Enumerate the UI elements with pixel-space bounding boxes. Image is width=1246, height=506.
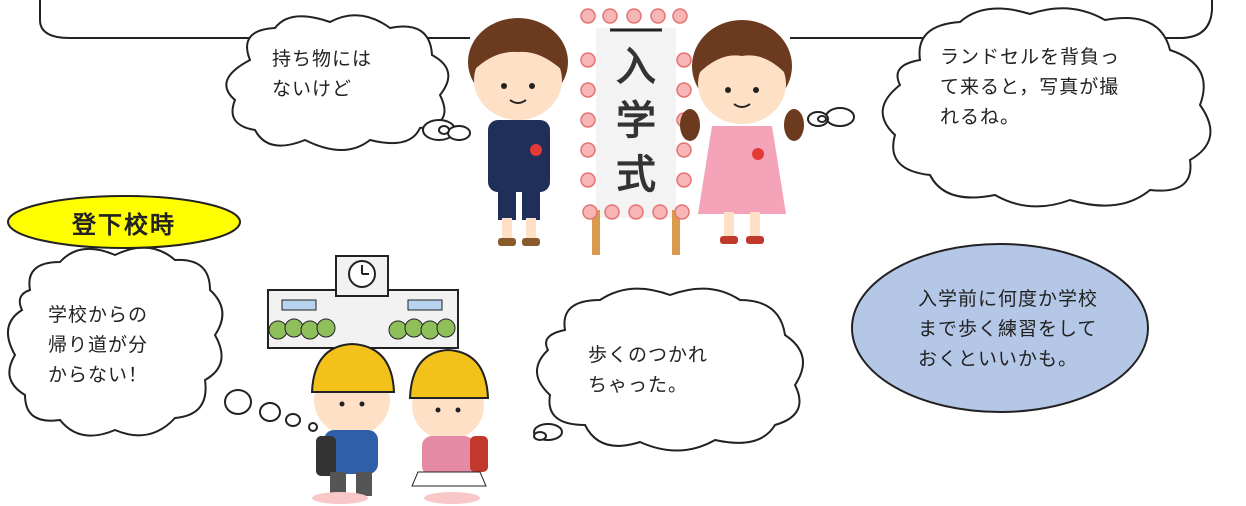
bubble-line: 歩くのつかれ (588, 344, 709, 366)
bubble-line: ないけど (272, 78, 353, 100)
advice-line: 入学前に何度か学校 (918, 288, 1099, 310)
entrance-ceremony-sign (580, 8, 692, 255)
school-building-illustration (267, 255, 459, 349)
advice-line: おくといいかも。 (918, 348, 1079, 370)
bubble-line: ランドセルを背負っ (940, 46, 1121, 68)
bubble-line: 学校からの (48, 304, 149, 326)
girl-student-illustration (680, 20, 804, 244)
advice-text: 入学前に何度か学校 まで歩く練習をして おくといいかも。 (918, 284, 1098, 374)
bubble-text-tired: 歩くのつかれ ちゃった。 (588, 340, 708, 400)
sign-char: 入 (616, 44, 656, 90)
bubble-line: ちゃった。 (588, 374, 689, 396)
bubble-text-randoseru: ランドセルを背負っ て来ると，写真が撮 れるね。 (940, 42, 1120, 132)
advice-line: まで歩く練習をして (918, 318, 1098, 340)
cloud-bubble-randoseru (807, 7, 1212, 208)
cloud-bubble-lost (7, 246, 318, 437)
section-label: 登下校時 (72, 210, 176, 239)
boy-student-illustration (468, 18, 568, 246)
advice-oval (851, 243, 1149, 413)
cloud-bubble-tired (533, 287, 804, 452)
section-label-oval (7, 195, 241, 249)
bubble-line: 持ち物には (272, 48, 373, 70)
cloud-bubble-belongings (225, 14, 471, 151)
bubble-line: 帰り道が分 (48, 334, 149, 356)
walking-kids-illustration (310, 342, 490, 504)
sign-char: 学 (616, 98, 656, 144)
bubble-line: て来ると，写真が撮 (940, 76, 1120, 98)
bubble-text-belongings: 持ち物には ないけど (272, 44, 372, 104)
bubble-line: れるね。 (940, 106, 1021, 128)
bubble-line: からない！ (48, 364, 149, 386)
bubble-text-lost: 学校からの 帰り道が分 からない！ (48, 300, 148, 390)
sign-char: 式 (616, 152, 656, 198)
top-frame-bubble (39, 0, 1213, 39)
entrance-ceremony-sign-text: 入 学 式 (606, 40, 666, 202)
